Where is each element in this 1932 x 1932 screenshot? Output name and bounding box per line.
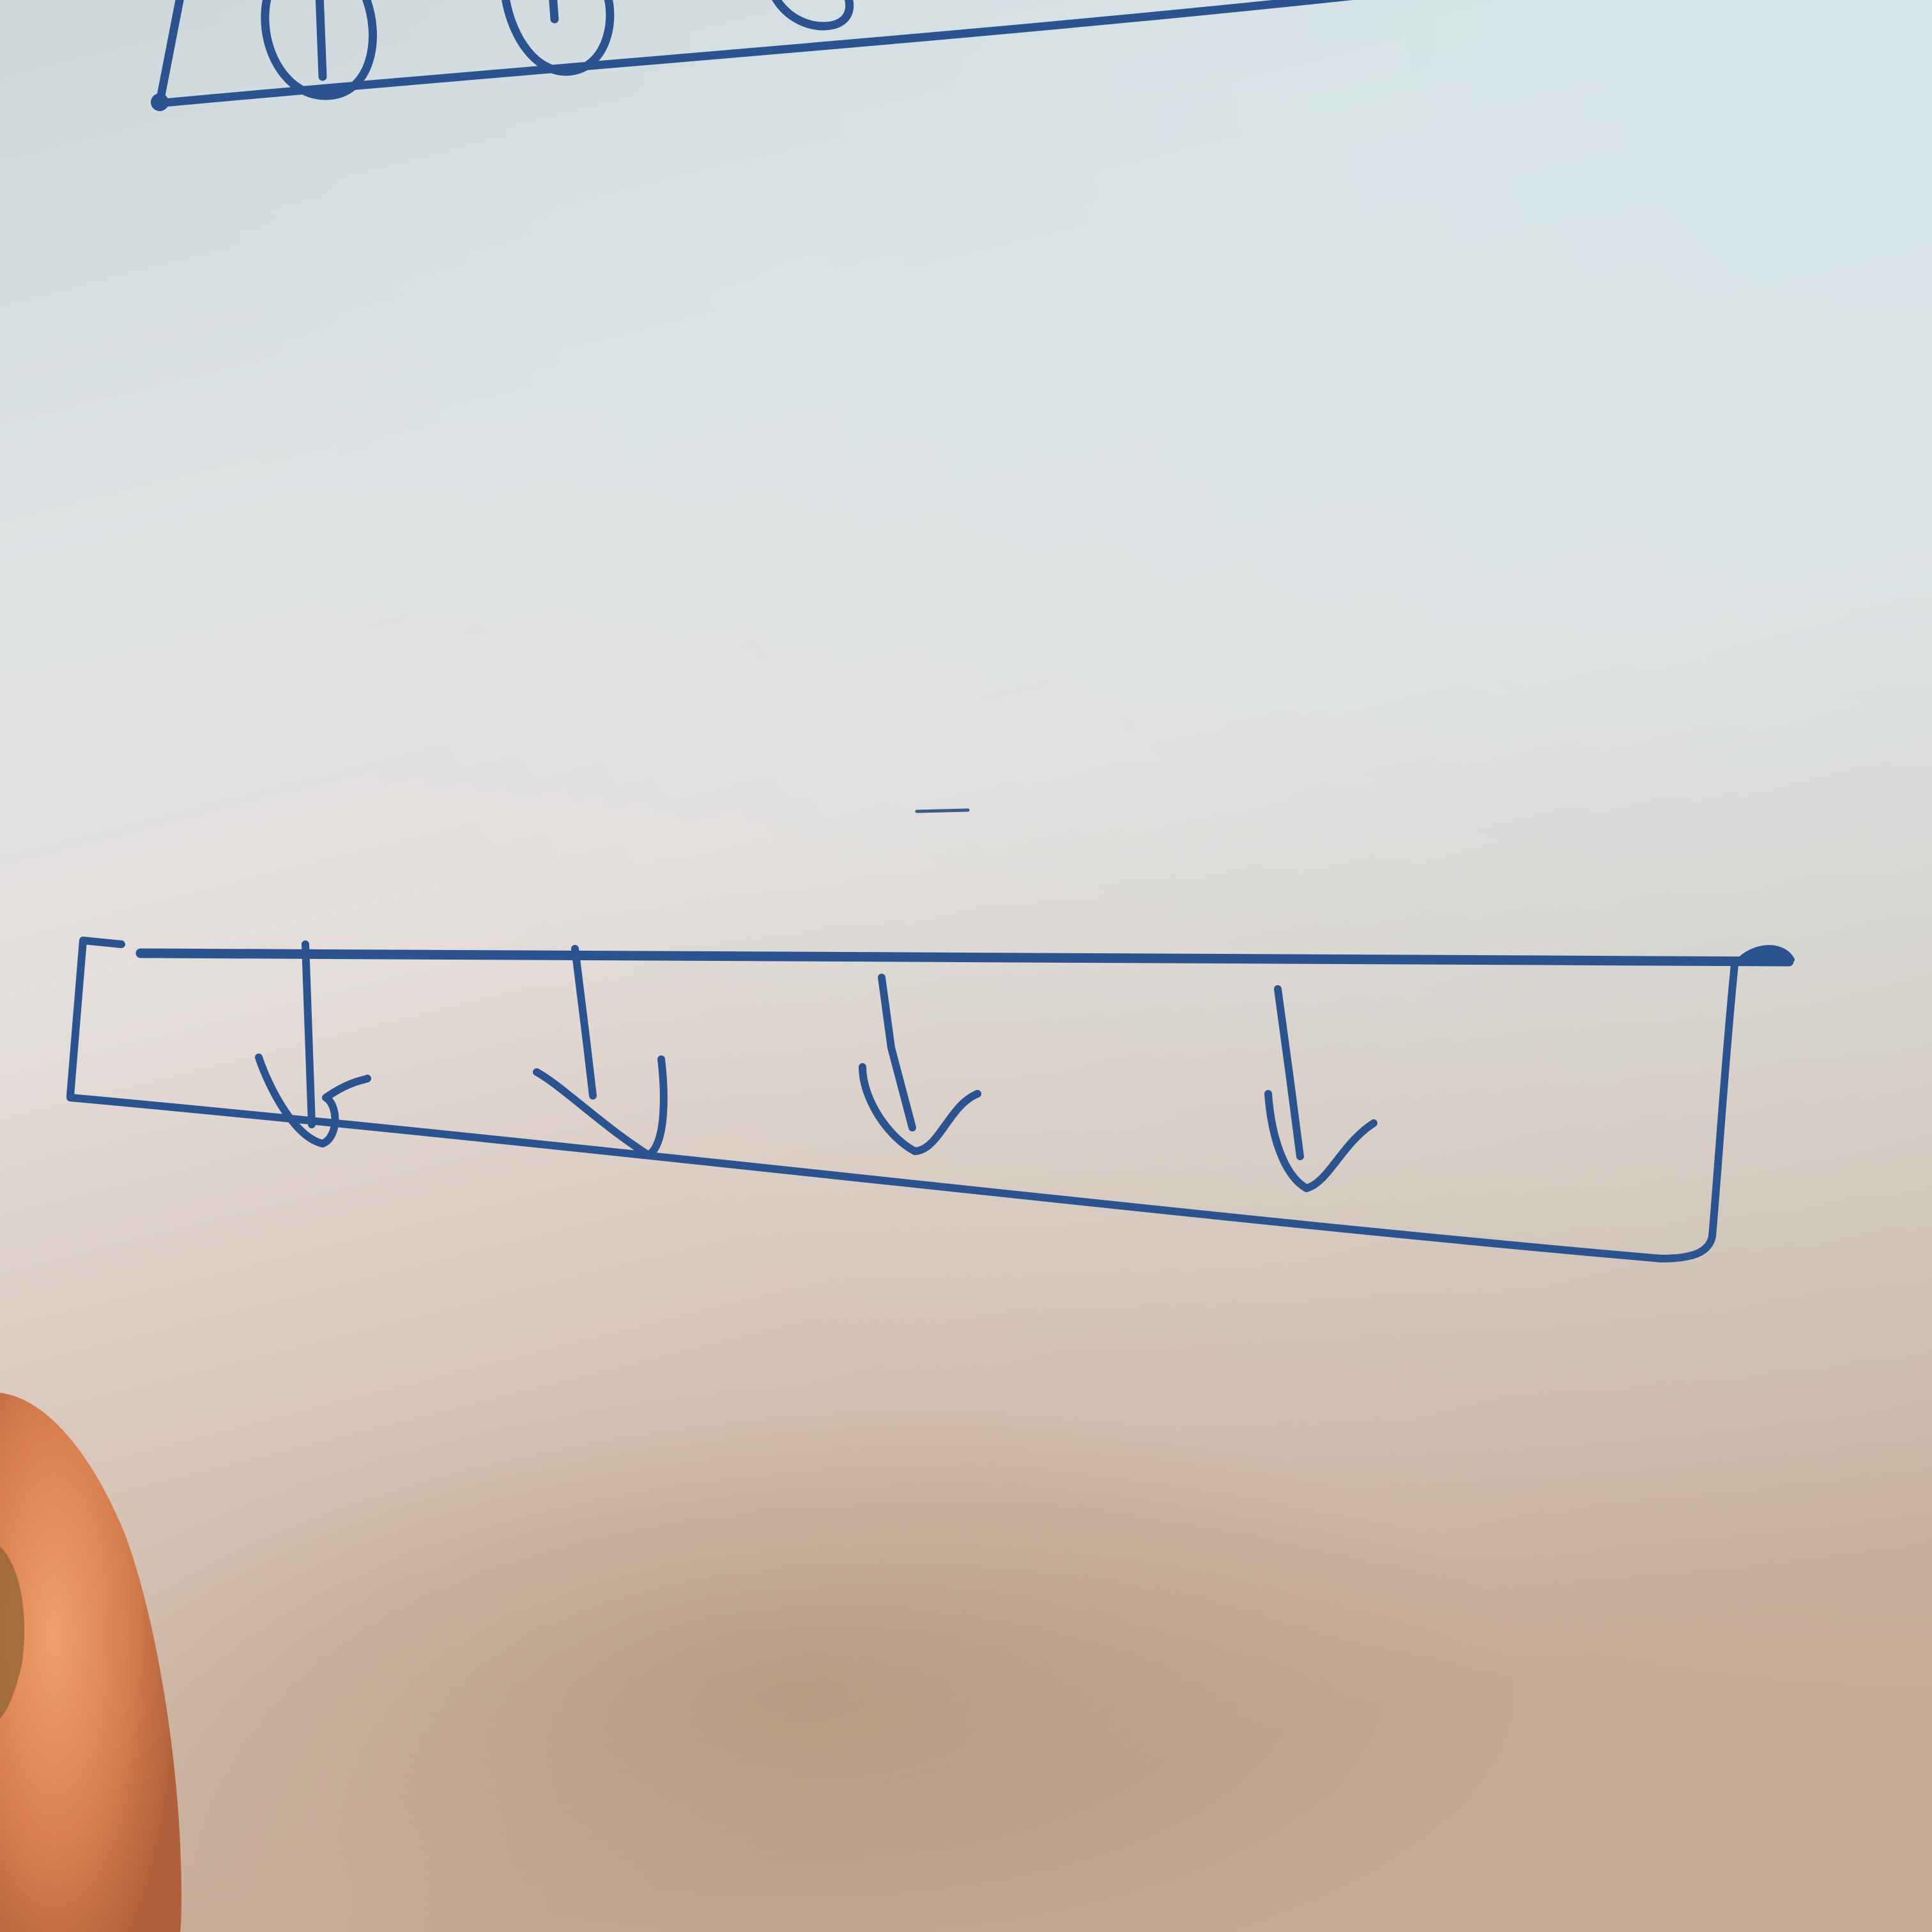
down-arrow-icon — [1264, 985, 1377, 1192]
beam-top-line — [135, 948, 1794, 967]
upper-loop-1 — [261, 0, 377, 100]
upper-loop-3 — [772, 0, 854, 31]
box-right-side — [1657, 961, 1738, 1262]
down-arrow-icon — [533, 945, 668, 1159]
upper-loop-1-stem — [315, 0, 327, 81]
beam-top-right-end — [1735, 945, 1795, 964]
upper-loop-2 — [502, 0, 615, 76]
lower-sketch — [66, 937, 1795, 1262]
upper-loop-2-stem — [549, 0, 559, 24]
upper-baseline — [152, 0, 1353, 108]
hand-shadow — [64, 1386, 1533, 1932]
upper-corner-dot — [151, 93, 169, 111]
down-arrow-icon — [255, 940, 371, 1147]
upper-sketch — [151, 0, 1353, 111]
upper-left-edge — [155, 0, 184, 107]
down-arrow-icon — [859, 974, 981, 1155]
box-left-side — [66, 937, 125, 1100]
pen-mark — [915, 808, 970, 813]
finger — [0, 1393, 182, 1932]
finger-shadow — [0, 1546, 25, 1719]
